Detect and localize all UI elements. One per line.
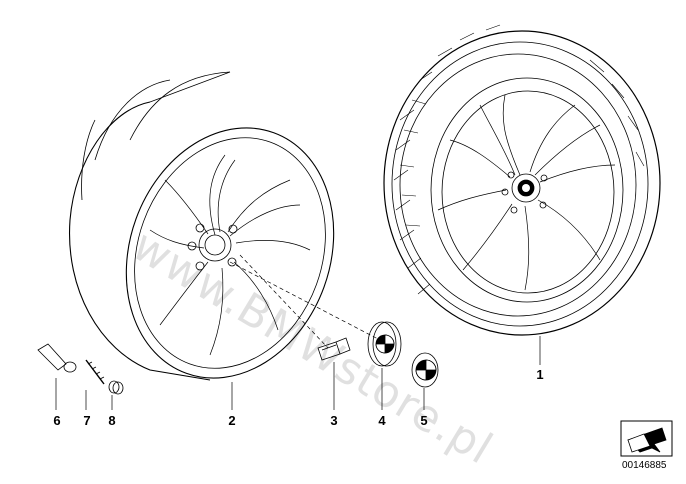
wheel-bolt-drawing: [317, 337, 351, 361]
hub-cap-drawing: [367, 321, 402, 367]
valve-drawing: [37, 343, 77, 373]
leader-lines: [55, 254, 541, 410]
part-number-2[interactable]: 2: [228, 413, 236, 428]
emblem-drawing: [411, 352, 439, 388]
arrow-icon: [620, 420, 673, 457]
part-number-1[interactable]: 1: [536, 367, 544, 382]
valve-insert-drawing: [85, 359, 105, 385]
rim-drawing: [68, 71, 335, 381]
valve-cap-drawing: [108, 380, 124, 395]
part-number-4[interactable]: 4: [378, 413, 386, 428]
part-number-5[interactable]: 5: [420, 413, 428, 428]
part-number-3[interactable]: 3: [330, 413, 338, 428]
part-number-7[interactable]: 7: [83, 413, 91, 428]
complete-wheel-drawing: [383, 24, 661, 336]
document-number: 00146885: [622, 460, 667, 471]
part-number-8[interactable]: 8: [108, 413, 116, 428]
part-number-6[interactable]: 6: [53, 413, 61, 428]
